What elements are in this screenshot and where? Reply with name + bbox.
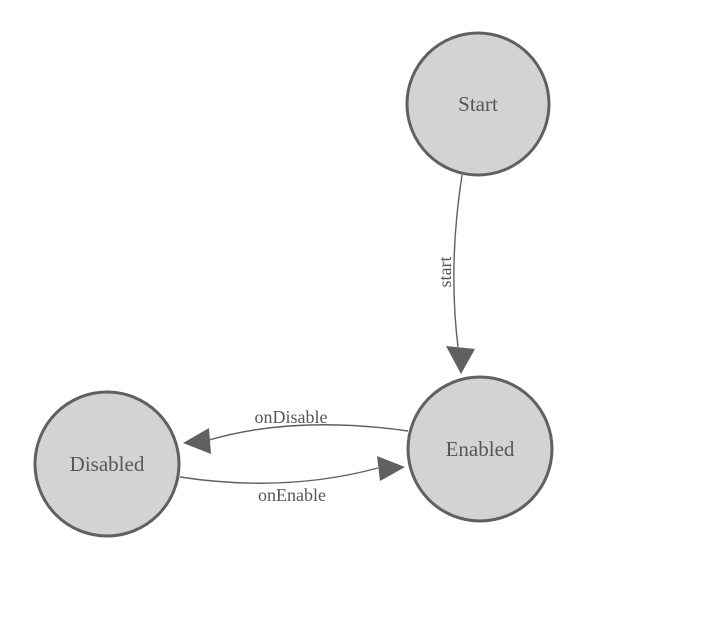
state-circle-start	[405, 31, 551, 177]
state-label-start: Start	[458, 92, 498, 116]
state-circle-enabled	[406, 375, 554, 523]
transition-start-to-enabled: start	[435, 174, 475, 374]
state-enabled: Enabled	[406, 375, 554, 523]
state-disabled: Disabled	[33, 390, 181, 538]
edge-label-onenable: onEnable	[258, 485, 326, 505]
state-start: Start	[405, 31, 551, 177]
state-label-disabled: Disabled	[70, 452, 145, 476]
transition-enabled-to-disabled: onDisable	[183, 407, 409, 454]
transition-disabled-to-enabled: onEnable	[179, 456, 405, 505]
edge-line-start	[453, 174, 463, 348]
edge-line-ondisable	[208, 424, 409, 441]
state-label-enabled: Enabled	[446, 437, 515, 461]
state-circle-disabled	[33, 390, 181, 538]
arrowhead-down-icon	[446, 346, 475, 374]
arrowhead-right-icon	[377, 456, 405, 481]
arrowhead-left-icon	[183, 428, 211, 454]
edge-label-start: start	[435, 257, 455, 288]
edge-label-ondisable: onDisable	[255, 407, 328, 427]
edge-line-onenable	[179, 467, 379, 484]
